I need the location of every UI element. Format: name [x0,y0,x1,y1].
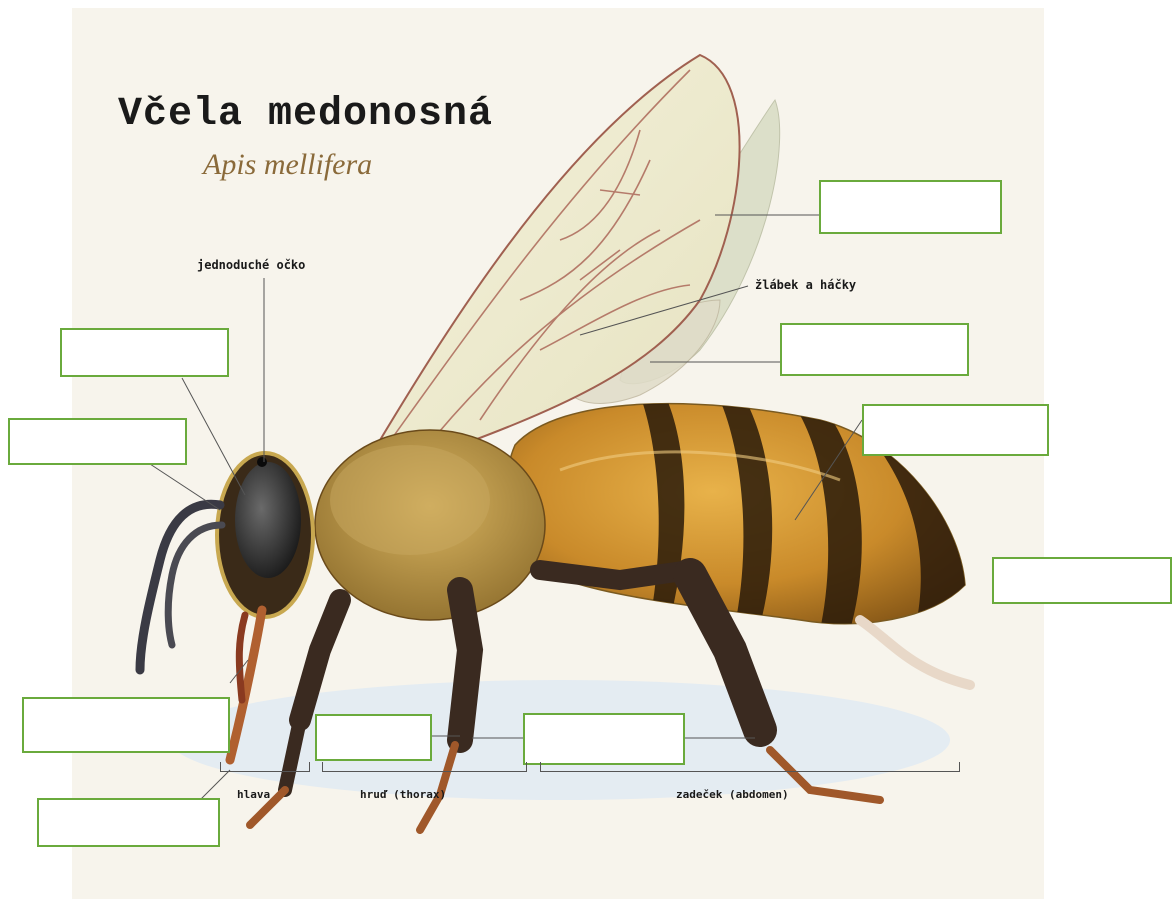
section-head-label: hlava [237,788,270,801]
label-wing-groove: žlábek a háčky [755,278,856,292]
section-abdomen-label: zadeček (abdomen) [676,788,789,801]
answer-box-5[interactable] [60,328,229,377]
answer-box-6[interactable] [8,418,187,465]
section-thorax-label: hruď (thorax) [360,788,446,801]
answer-box-3[interactable] [862,404,1049,456]
compound-eye [235,462,301,578]
answer-box-8[interactable] [315,714,432,761]
answer-box-4[interactable] [992,557,1172,604]
answer-box-2[interactable] [780,323,969,376]
answer-box-9[interactable] [523,713,685,765]
diagram-title: Včela medonosná [118,92,493,137]
simple-eye [257,457,267,467]
section-head-bracket [220,762,310,772]
answer-box-10[interactable] [37,798,220,847]
answer-box-7[interactable] [22,697,230,753]
section-thorax-bracket [322,762,527,772]
answer-box-1[interactable] [819,180,1002,234]
diagram-subtitle: Apis mellifera [203,148,372,182]
label-simple-eye: jednoduché očko [197,258,305,272]
section-abdomen-bracket [540,762,960,772]
